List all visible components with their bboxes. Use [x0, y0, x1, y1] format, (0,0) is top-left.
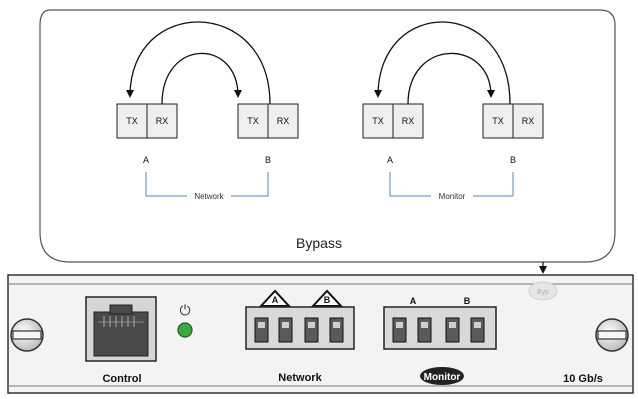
monitor-outer-arc	[374, 21, 511, 105]
monitor-bracket-label: Monitor	[439, 192, 466, 201]
monitor-port-b-label-panel: B	[464, 296, 471, 306]
monitor-rx-b-box	[512, 103, 544, 139]
network-connector[interactable]	[245, 306, 355, 350]
power-icon: ⏻	[179, 303, 190, 319]
network-label: Network	[278, 372, 322, 384]
network-tx-a-label: TX	[126, 116, 138, 126]
power-led	[177, 322, 193, 338]
network-rx-a-box	[146, 103, 178, 139]
svg-text:Monitor: Monitor	[424, 372, 461, 383]
monitor-rx-a-label: RX	[402, 116, 415, 126]
speed-label: 10 Gb/s	[563, 373, 603, 385]
monitor-badge: Monitor	[420, 367, 464, 385]
network-inner-arc	[161, 52, 242, 105]
monitor-port-b-label: B	[510, 155, 516, 165]
network-port-a-label: A	[143, 155, 149, 165]
svg-text:Byp: Byp	[537, 289, 549, 296]
bypass-title: Bypass	[296, 235, 342, 251]
bypass-diagram: Bypass TX RX TX RX A B Network	[39, 9, 616, 263]
monitor-port-a-label: A	[387, 155, 393, 165]
network-tx-a-box	[116, 103, 148, 139]
control-label: Control	[102, 373, 141, 385]
monitor-tx-b-label: TX	[492, 116, 504, 126]
left-screw-icon	[10, 318, 44, 352]
svg-text:A: A	[272, 295, 279, 305]
monitor-tx-a-label: TX	[372, 116, 384, 126]
network-rx-a-label: RX	[156, 116, 169, 126]
monitor-rx-a-box	[392, 103, 424, 139]
network-port-a-marker: A	[258, 289, 292, 307]
right-screw-icon	[595, 318, 629, 352]
bypass-led: Byp	[528, 281, 558, 301]
monitor-port-a-label-panel: A	[410, 296, 417, 306]
network-tx-b-label: TX	[247, 116, 259, 126]
network-group: TX RX TX RX A B Network	[116, 21, 299, 202]
monitor-tx-b-box	[482, 103, 514, 139]
monitor-rx-b-label: RX	[522, 116, 535, 126]
front-panel: Control ⏻ A B	[7, 274, 634, 394]
network-port-b-label: B	[265, 155, 271, 165]
monitor-group: TX RX TX RX A B Monitor	[362, 21, 544, 202]
network-outer-arc	[126, 21, 271, 105]
network-rx-b-box	[267, 103, 299, 139]
network-bracket-label: Network	[194, 192, 224, 201]
monitor-bracket-label-bg	[431, 190, 473, 202]
monitor-inner-arc	[407, 52, 495, 105]
network-port-b-marker: B	[310, 289, 344, 307]
network-rx-b-label: RX	[277, 116, 290, 126]
monitor-connector[interactable]	[383, 306, 497, 350]
svg-text:B: B	[324, 295, 331, 305]
control-port[interactable]	[85, 296, 157, 362]
network-tx-b-box	[237, 103, 269, 139]
network-bracket-label-bg	[187, 190, 231, 202]
